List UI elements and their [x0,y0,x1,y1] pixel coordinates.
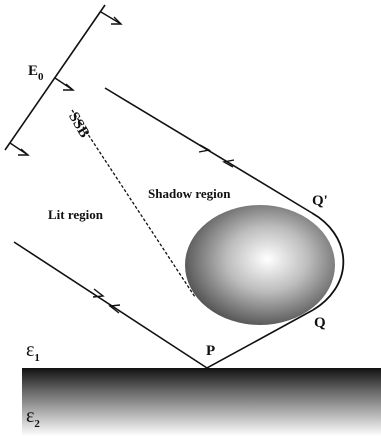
wavefront-arrowhead-top [111,16,123,25]
q-prime-label: Q' [312,193,328,209]
wavefront-arrowhead-bottom [18,148,30,156]
epsilon2-main: ε [26,405,35,427]
lower-ray-arrows [92,288,121,314]
epsilon2-label: ε2 [26,406,40,430]
e0-label-sub: 0 [38,71,44,83]
p-label: P [206,343,216,359]
upper-ray-arrows [198,144,235,168]
e0-label: E0 [28,64,44,83]
upper-ray-arrowhead-back [221,159,235,168]
wavefront-line [4,4,106,151]
sphere [185,205,335,325]
wavefront-arrows [9,11,123,156]
upper-ray-arrowhead-forward [198,144,212,153]
creeping-arc [311,212,345,311]
shadow-boundary-line [71,109,196,298]
e0-label-main: E [28,63,39,79]
lit-region-label: Lit region [48,207,104,222]
epsilon2-sub: 2 [34,418,40,430]
epsilon1-main: ε [26,339,35,361]
lower-ray [13,241,314,369]
lower-ray-arrowhead-back [108,304,121,314]
q-label: Q [314,315,326,331]
epsilon1-sub: 1 [34,352,40,364]
ground-surface [22,368,381,436]
wavefront-arrow-top [100,11,122,25]
shadow-region-label: Shadow region [148,186,231,201]
lower-ray-arrowhead-forward [92,288,105,298]
wavefront-arrowhead-middle [63,83,75,91]
epsilon1-label: ε1 [26,340,40,364]
